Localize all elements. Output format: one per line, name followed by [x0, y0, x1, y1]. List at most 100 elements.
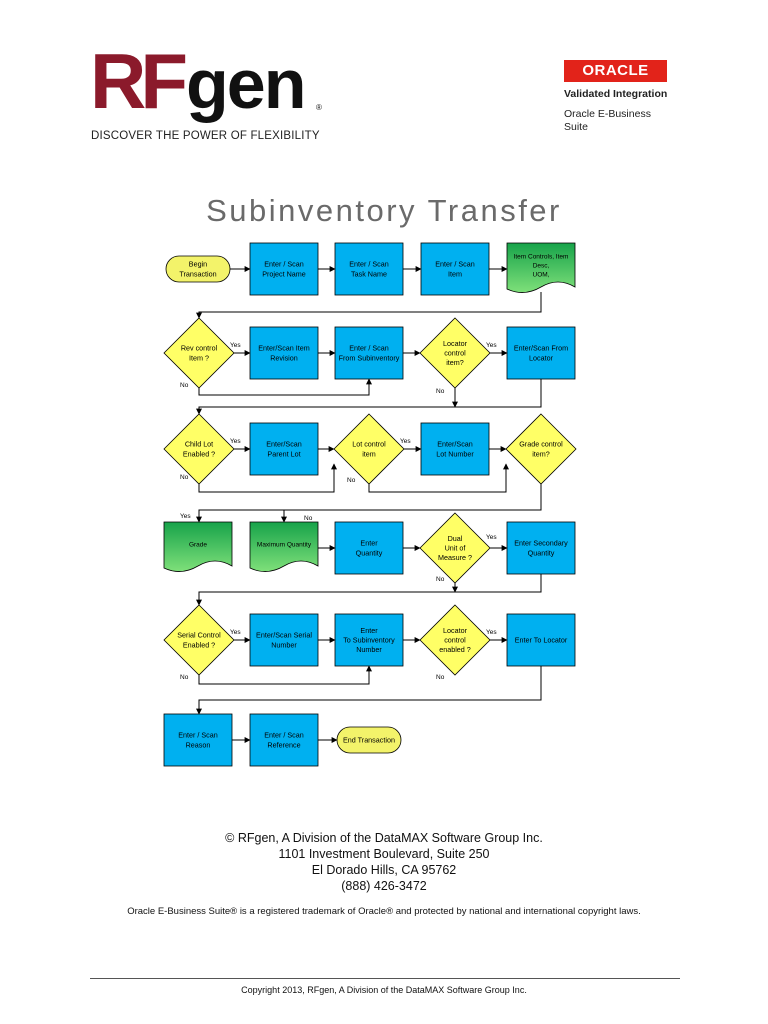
decision-diamond	[163, 317, 235, 389]
node-label-ref: Reference	[267, 740, 300, 749]
process-box	[249, 613, 319, 667]
connector-arrow	[198, 463, 337, 493]
process-box	[506, 521, 576, 575]
footer-divider	[90, 978, 680, 979]
node-label-itemctl: UOM,	[533, 271, 550, 278]
edge-label-no: No	[304, 515, 313, 522]
node-label-serialq: Serial Control	[177, 631, 221, 640]
process-box	[420, 422, 490, 476]
process-box	[334, 326, 404, 380]
connector-arrow	[196, 666, 542, 715]
logo-part-rf: RF	[90, 40, 185, 125]
address-line: © RFgen, A Division of the DataMAX Softw…	[225, 831, 543, 845]
node-label-revq: Item ?	[189, 353, 209, 362]
node-label-lotq: Lot control	[352, 440, 386, 449]
node-label-task: Task Name	[351, 269, 387, 278]
terminator-shape	[336, 726, 402, 754]
node-maxqty: Maximum Quantity	[249, 521, 319, 572]
edge-label-yes: Yes	[486, 629, 497, 636]
node-label-project: Project Name	[262, 269, 306, 278]
node-label-qty: Quantity	[356, 548, 383, 557]
node-label-fromloc: Enter/Scan From	[514, 344, 568, 353]
connector-arrow	[368, 463, 509, 493]
node-label-locq: Locator	[443, 339, 468, 348]
node-label-ref: Enter / Scan	[264, 731, 304, 740]
node-label-dualq: Unit of	[445, 544, 466, 553]
edge-label-no: No	[180, 474, 189, 481]
node-label-lotq: item	[362, 449, 376, 458]
trademark-notice: Oracle E-Business Suite® is a registered…	[127, 906, 641, 917]
edge-label-yes: Yes	[230, 438, 241, 445]
connector-arrow	[198, 665, 372, 685]
process-box	[334, 521, 404, 575]
node-label-item: Item	[448, 269, 462, 278]
edge-label-yes: Yes	[400, 438, 411, 445]
decision-diamond	[163, 604, 235, 676]
address-line: (888) 426-3472	[341, 879, 427, 893]
page-title: Subinventory Transfer	[206, 193, 562, 228]
flow-connectors	[196, 266, 542, 743]
node-label-revq: Rev control	[181, 344, 218, 353]
node-label-toloc: Enter To Locator	[515, 636, 568, 645]
node-label-qty: Enter	[360, 539, 378, 548]
process-box	[334, 613, 404, 667]
decision-diamond	[333, 413, 405, 485]
terminator-shape	[165, 255, 231, 283]
process-box	[420, 242, 490, 296]
address-line: El Dorado Hills, CA 95762	[311, 863, 457, 877]
node-label-locq: control	[444, 349, 466, 358]
node-label-reason: Reason	[186, 740, 211, 749]
connector-arrow	[196, 292, 542, 319]
connector-arrow	[196, 379, 542, 415]
node-label-serial: Enter/Scan Serial	[256, 631, 312, 640]
edge-label-no: No	[347, 477, 356, 484]
document-shape	[506, 242, 576, 293]
address-line: 1101 Investment Boulevard, Suite 250	[278, 847, 490, 861]
edge-label-no: No	[180, 382, 189, 389]
edge-label-no: No	[436, 576, 445, 583]
edge-label-no: No	[436, 388, 445, 395]
node-label-fromloc: Locator	[529, 353, 554, 362]
process-box	[249, 422, 319, 476]
edge-label-yes: Yes	[180, 513, 191, 520]
process-box	[249, 713, 319, 767]
node-label-gradeq: Grade control	[519, 440, 563, 449]
edge-label-yes: Yes	[230, 342, 241, 349]
company-address: © RFgen, A Division of the DataMAX Softw…	[0, 830, 768, 894]
node-label-reason: Enter / Scan	[178, 731, 218, 740]
edge-label-yes: Yes	[230, 629, 241, 636]
node-label-dualq: Dual	[448, 534, 463, 543]
node-label-project: Enter / Scan	[264, 260, 304, 269]
edge-label-yes: Yes	[486, 534, 497, 541]
node-label-lotnum: Enter/Scan	[437, 440, 473, 449]
node-label-item: Enter / Scan	[435, 260, 475, 269]
edge-label-no: No	[180, 674, 189, 681]
node-label-rev: Revision	[270, 353, 298, 362]
node-label-dualq: Measure ?	[438, 553, 472, 562]
node-label-fromsub: Enter / Scan	[349, 344, 389, 353]
oracle-logo: ORACLE	[564, 60, 667, 82]
connector-arrow	[196, 574, 542, 606]
node-label-fromsub: From Subinventory	[339, 353, 400, 362]
process-box	[249, 242, 319, 296]
edge-label-yes: Yes	[486, 342, 497, 349]
node-label-begin: Begin	[189, 260, 207, 269]
edge-label-no: No	[436, 674, 445, 681]
node-label-itemctl: Item Controls, Item	[514, 253, 569, 260]
node-label-serial: Number	[271, 640, 297, 649]
